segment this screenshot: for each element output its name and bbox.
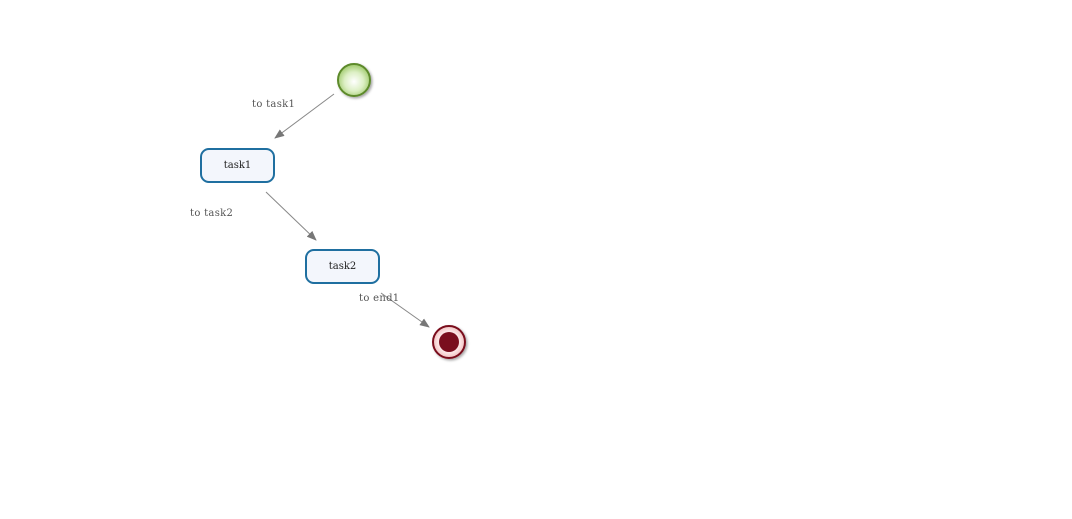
task-label: task1 bbox=[223, 160, 252, 171]
flow-label-to-task1: to task1 bbox=[252, 99, 296, 110]
task-node-task1[interactable]: task1 bbox=[200, 148, 275, 183]
end-event-icon[interactable] bbox=[432, 325, 466, 359]
flow-task2-to-end[interactable] bbox=[380, 292, 430, 328]
flow-task1-to-task2[interactable] bbox=[265, 191, 317, 241]
start-event-icon[interactable] bbox=[337, 63, 371, 97]
task-node-task2[interactable]: task2 bbox=[305, 249, 380, 284]
flow-label-to-end1: to end1 bbox=[359, 293, 400, 304]
flow-start-to-task1[interactable] bbox=[274, 93, 335, 139]
task-label: task2 bbox=[328, 261, 357, 272]
flow-label-to-task2: to task2 bbox=[190, 208, 234, 219]
